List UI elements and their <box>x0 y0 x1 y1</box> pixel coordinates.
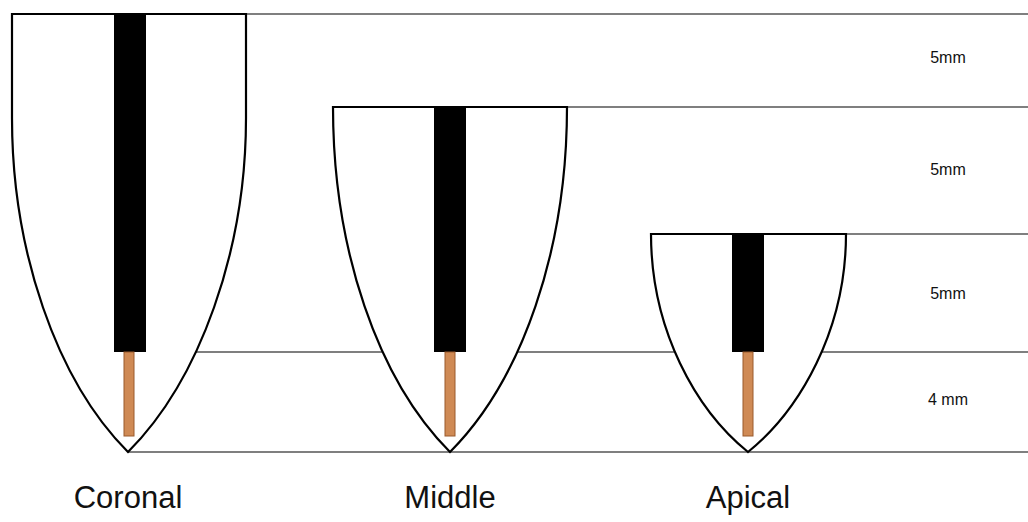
dimension-label: 5mm <box>930 49 966 67</box>
section-label: Apical <box>706 480 790 516</box>
section-label: Middle <box>404 480 495 516</box>
dimension-label: 4 mm <box>928 391 968 409</box>
dimension-label: 5mm <box>930 161 966 179</box>
dimension-label: 5mm <box>930 285 966 303</box>
section-label: Coronal <box>74 480 183 516</box>
